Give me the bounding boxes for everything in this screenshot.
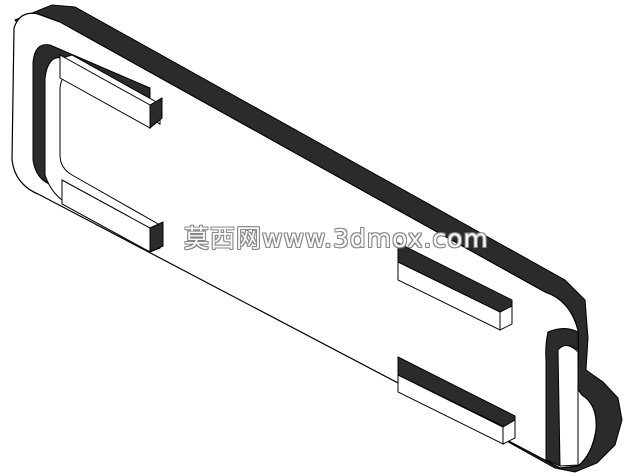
watermark-text: 莫西网www.3dmox.com <box>184 224 489 253</box>
lower-left-tab-edge <box>149 221 164 253</box>
upper-left-tab-edge <box>149 97 163 130</box>
lower-right-tab-edge <box>502 419 516 445</box>
upper-right-tab-edge <box>499 305 513 331</box>
part-top-face <box>11 12 597 469</box>
right-end-inner-face <box>557 345 579 467</box>
